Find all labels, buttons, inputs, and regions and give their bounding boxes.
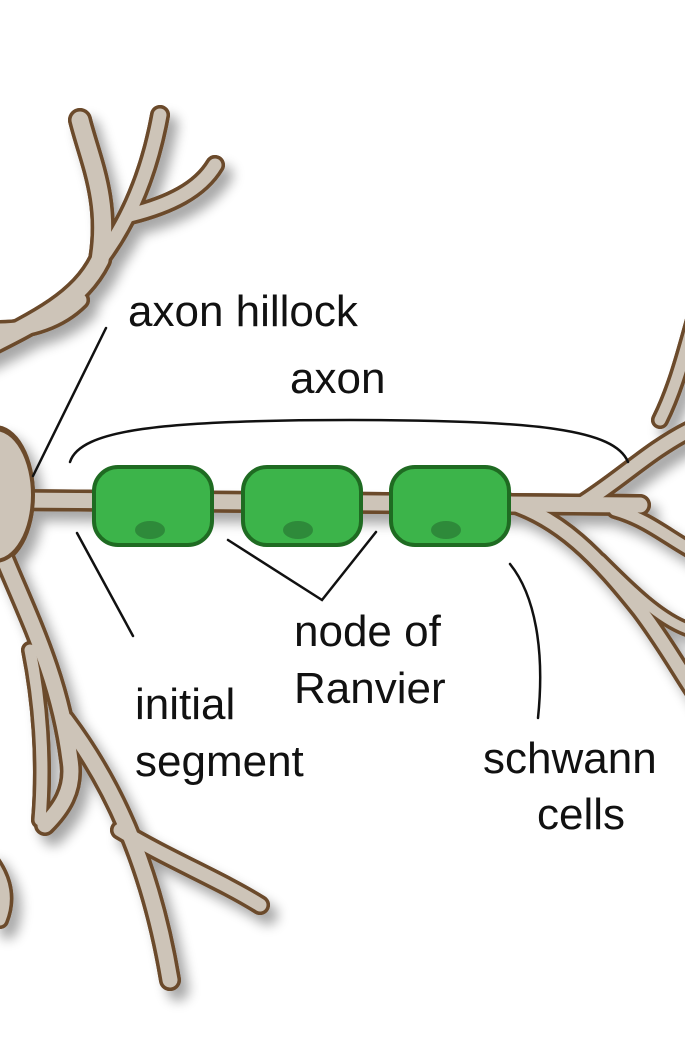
schwann-cells [92,465,511,547]
schwann-cells-label-line1: schwann [483,734,657,783]
axon-hillock-label: axon hillock [128,287,359,336]
schwann-nucleus [135,521,165,539]
axon-label: axon [290,354,385,403]
axon-bracket [68,418,630,464]
initial-segment-leader [75,531,135,638]
membrane-fill [0,108,685,988]
schwann-cells-label-line2: cells [537,790,625,839]
initial-segment-label-line2: segment [135,737,304,786]
node-of-ranvier-label-line1: node of [294,607,442,656]
node-of-ranvier-label-line2: Ranvier [294,664,446,713]
node-of-ranvier-leader [226,530,378,602]
schwann-nucleus [283,521,313,539]
schwann-cells-leader [508,562,542,720]
schwann-cell [92,465,214,547]
labels: axon hillock axon initial segment node o… [128,287,657,839]
axon-hillock-leader [31,326,108,478]
schwann-cell [389,465,511,547]
cell-body [0,427,35,563]
schwann-cell [241,465,363,547]
schwann-nucleus [431,521,461,539]
initial-segment-label-line1: initial [135,680,235,729]
